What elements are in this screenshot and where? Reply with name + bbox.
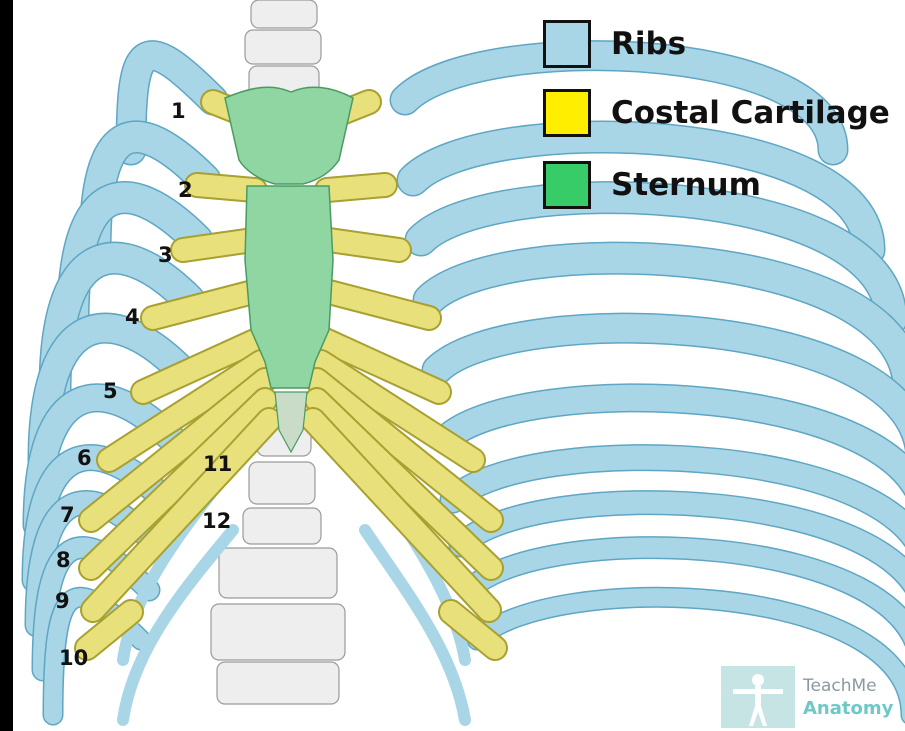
rib-number-9: 9: [55, 589, 70, 613]
legend-label-ribs: Ribs: [611, 26, 686, 62]
cartilage-3-right: [329, 240, 399, 250]
manubrium: [225, 87, 353, 184]
rib-number-5: 5: [103, 379, 118, 403]
diagram-panel: 1 2 3 4 5 6 7 8 9 10 11 12 Ribs Costal C…: [13, 0, 905, 731]
legend-swatch-ribs: [543, 20, 591, 68]
teachme-anatomy-logo: TeachMe Anatomy: [721, 666, 901, 728]
vertebra-8: [211, 604, 345, 660]
logo-text-teachme: TeachMe: [803, 676, 877, 696]
rib-number-3: 3: [158, 243, 173, 267]
cartilage-3-left: [183, 240, 253, 250]
legend-item-ribs: Ribs: [543, 19, 686, 69]
rib-number-7: 7: [60, 503, 75, 527]
logo-text-anatomy: Anatomy: [803, 698, 893, 719]
legend-item-costal-cartilage: Costal Cartilage: [543, 88, 890, 138]
legend-swatch-sternum: [543, 161, 591, 209]
vertebra-1: [251, 0, 317, 28]
vertebra-7: [219, 548, 337, 598]
legend-label-costal-cartilage: Costal Cartilage: [611, 95, 890, 131]
rib-number-11: 11: [203, 452, 232, 476]
rib-number-4: 4: [125, 305, 140, 329]
rib-number-2: 2: [178, 178, 193, 202]
legend-item-sternum: Sternum: [543, 160, 761, 210]
rib-number-8: 8: [56, 548, 71, 572]
cartilage-2-right: [327, 185, 385, 190]
legend-label-sternum: Sternum: [611, 167, 761, 203]
rib-number-10: 10: [59, 646, 88, 670]
rib-number-1: 1: [171, 99, 186, 123]
vitruvian-figure-icon: [721, 666, 795, 728]
rib-number-12: 12: [202, 509, 231, 533]
vertebra-6: [243, 508, 321, 544]
vertebra-2: [245, 30, 321, 64]
vertebra-5: [249, 462, 315, 504]
legend-swatch-costal-cartilage: [543, 89, 591, 137]
vertebra-9: [217, 662, 339, 704]
rib-number-6: 6: [77, 446, 92, 470]
